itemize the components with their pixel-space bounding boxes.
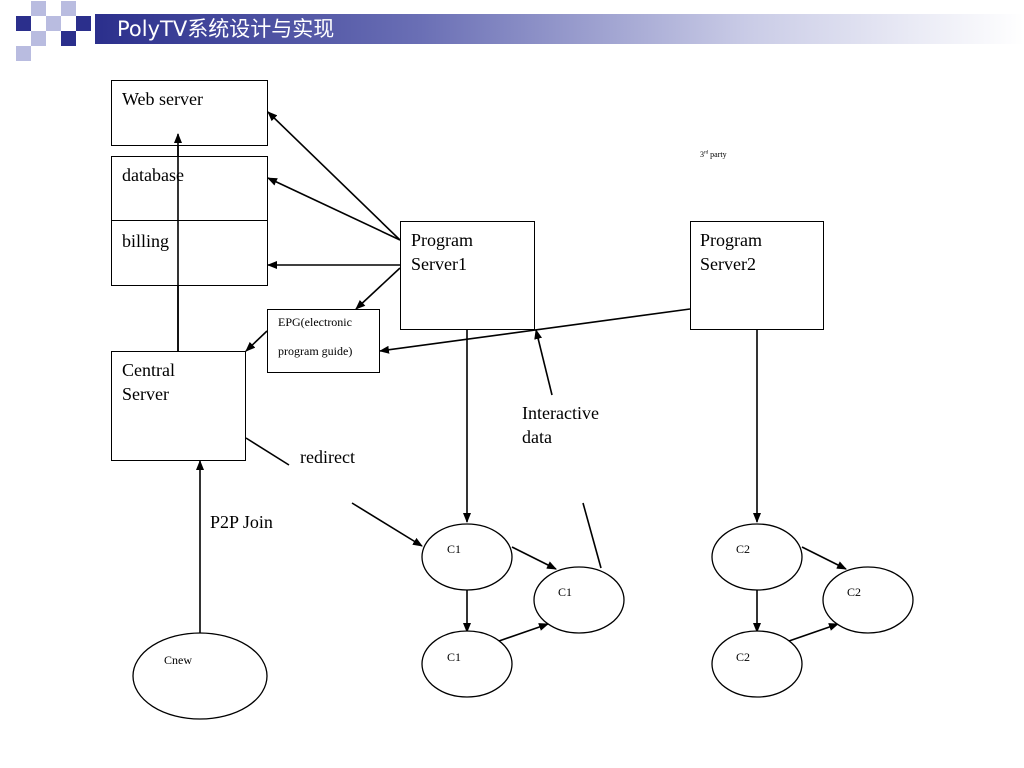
- arrow-c1-to-c1b: [511, 546, 557, 570]
- label-c2-bottom: C2: [736, 650, 751, 664]
- label-p2p-join: P2P Join: [210, 512, 273, 532]
- label-c2-top: C2: [736, 542, 751, 556]
- node-c2-top: [711, 523, 803, 591]
- decor-square: [46, 16, 61, 31]
- label-program-server1: Program Server1: [411, 230, 473, 274]
- third-party-text: party: [708, 150, 727, 159]
- decor-square: [61, 1, 76, 16]
- node-web-server: [111, 80, 268, 146]
- arrow-c2c-c2b: [779, 623, 839, 648]
- node-cnew: [132, 632, 268, 720]
- divider-database-billing: [111, 220, 268, 221]
- node-database-billing: [111, 156, 268, 286]
- node-program-server1: [400, 221, 535, 330]
- node-c1-top: [421, 523, 513, 591]
- node-c2-bottom: [711, 630, 803, 698]
- label-billing: billing: [122, 231, 170, 251]
- decor-square: [31, 1, 46, 16]
- third-party-suffix: rd: [704, 150, 709, 156]
- decor-square: [16, 16, 31, 31]
- title-bar: PolyTV系统设计与实现: [0, 0, 1024, 61]
- label-redirect: redirect: [300, 447, 355, 467]
- decor-square: [16, 46, 31, 61]
- third-party-number: 3: [700, 150, 704, 159]
- arrow-c1c-c1b: [489, 623, 549, 648]
- label-cnew: Cnew: [164, 653, 192, 667]
- node-epg: [267, 309, 380, 373]
- label-epg-line2: program guide): [278, 344, 353, 358]
- title-gradient: [95, 14, 1024, 44]
- slide-title: PolyTV系统设计与实现: [117, 17, 335, 41]
- node-program-server2: [690, 221, 824, 330]
- arrow-ps1-to-epg: [355, 267, 401, 310]
- arrow-epg-to-central: [245, 330, 268, 352]
- label-database: database: [122, 165, 184, 185]
- label-c2-right: C2: [847, 585, 862, 599]
- label-c1-bottom: C1: [447, 650, 462, 664]
- line-central-redirect: [245, 437, 290, 466]
- decor-square: [76, 16, 91, 31]
- label-program-server2: Program Server2: [700, 230, 762, 274]
- arrow-redirect-to-c1: [351, 502, 423, 547]
- decor-square: [31, 31, 46, 46]
- node-c2-right: [822, 566, 914, 634]
- node-c1-right: [533, 566, 625, 634]
- decor-square: [61, 31, 76, 46]
- line-c1-interactive: [582, 502, 602, 569]
- arrow-ps1-to-database: [267, 177, 401, 241]
- node-central-server: [111, 351, 246, 461]
- label-central-server: Central Server: [122, 360, 175, 404]
- label-third-party: 3rd party: [700, 141, 727, 159]
- label-c1-top: C1: [447, 542, 462, 556]
- node-c1-bottom: [421, 630, 513, 698]
- arrow-ps1-to-webserver: [267, 111, 401, 241]
- arrow-c2-to-c2b: [801, 546, 847, 570]
- label-interactive-data: Interactive data: [522, 403, 599, 447]
- label-c1-right: C1: [558, 585, 573, 599]
- arrow-interactive-to-ps1: [534, 329, 553, 396]
- label-epg-line1: EPG(electronic: [278, 315, 352, 329]
- label-web-server: Web server: [122, 89, 204, 109]
